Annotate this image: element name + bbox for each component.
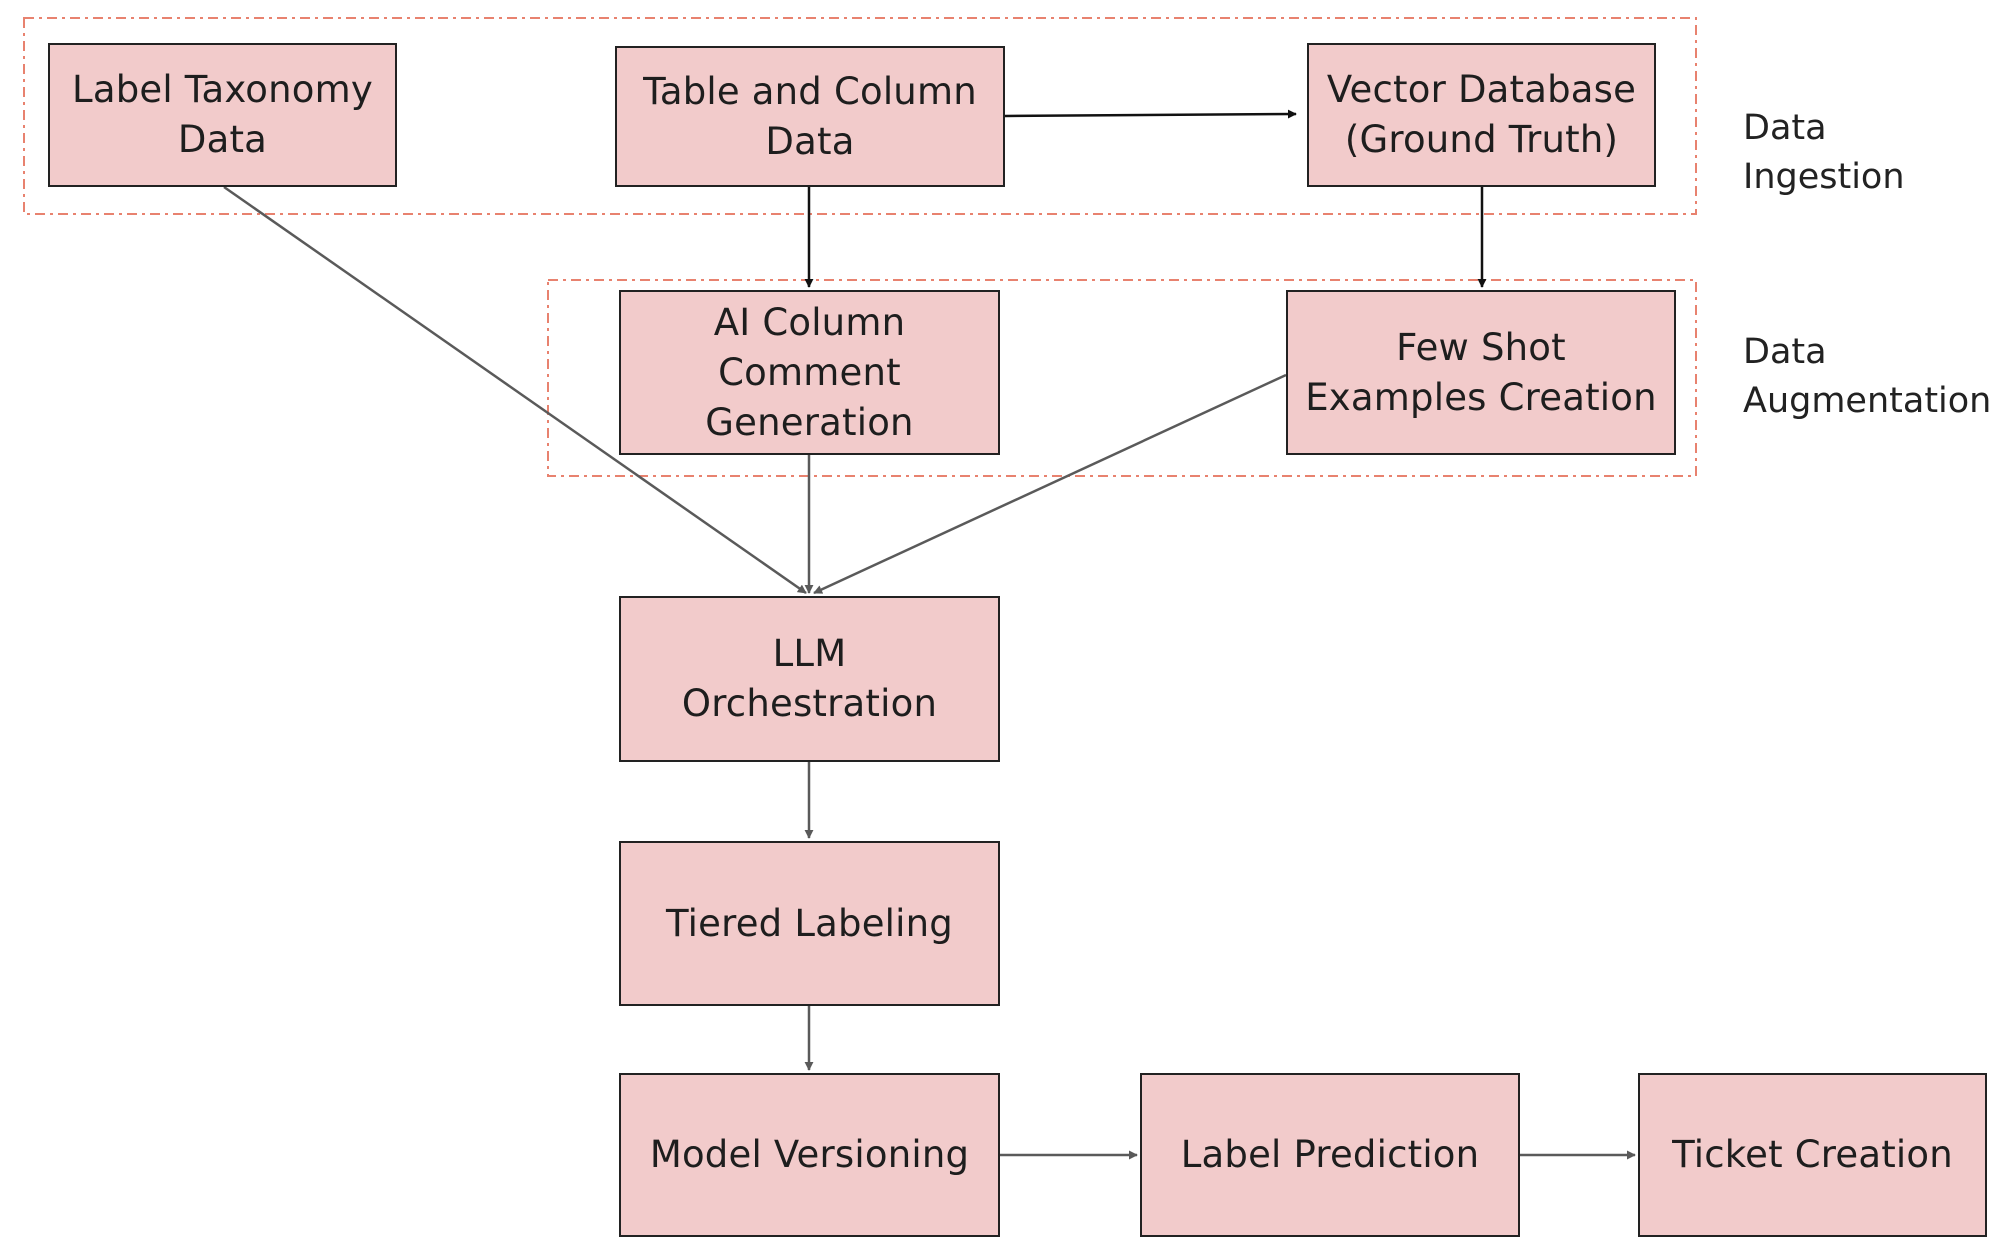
node-tiered-labeling: Tiered Labeling [619,841,1000,1006]
group-ingestion-boundary [23,17,1697,215]
group-label-data-augmentation: Data Augmentation [1743,332,1992,421]
node-ticket-creation: Ticket Creation [1638,1073,1987,1237]
node-label-taxonomy-data: Label Taxonomy Data [48,43,397,187]
node-few-shot-examples-creation: Few Shot Examples Creation [1286,290,1676,455]
node-ai-column-comment-generation: AI Column Comment Generation [619,290,1000,455]
edge-table-to-vector-db [1004,109,1297,119]
node-table-and-column-data: Table and Column Data [615,46,1005,187]
node-model-versioning: Model Versioning [619,1073,1000,1237]
group-augmentation-boundary [547,279,1697,477]
node-vector-database: Vector Database (Ground Truth) [1307,43,1656,187]
node-llm-orchestration: LLM Orchestration [619,596,1000,762]
group-label-data-ingestion: Data Ingestion [1743,108,1905,197]
edge-few-shot-to-llm [813,373,1287,595]
node-label-prediction: Label Prediction [1140,1073,1520,1237]
edge-label-taxonomy-to-llm [223,185,807,595]
